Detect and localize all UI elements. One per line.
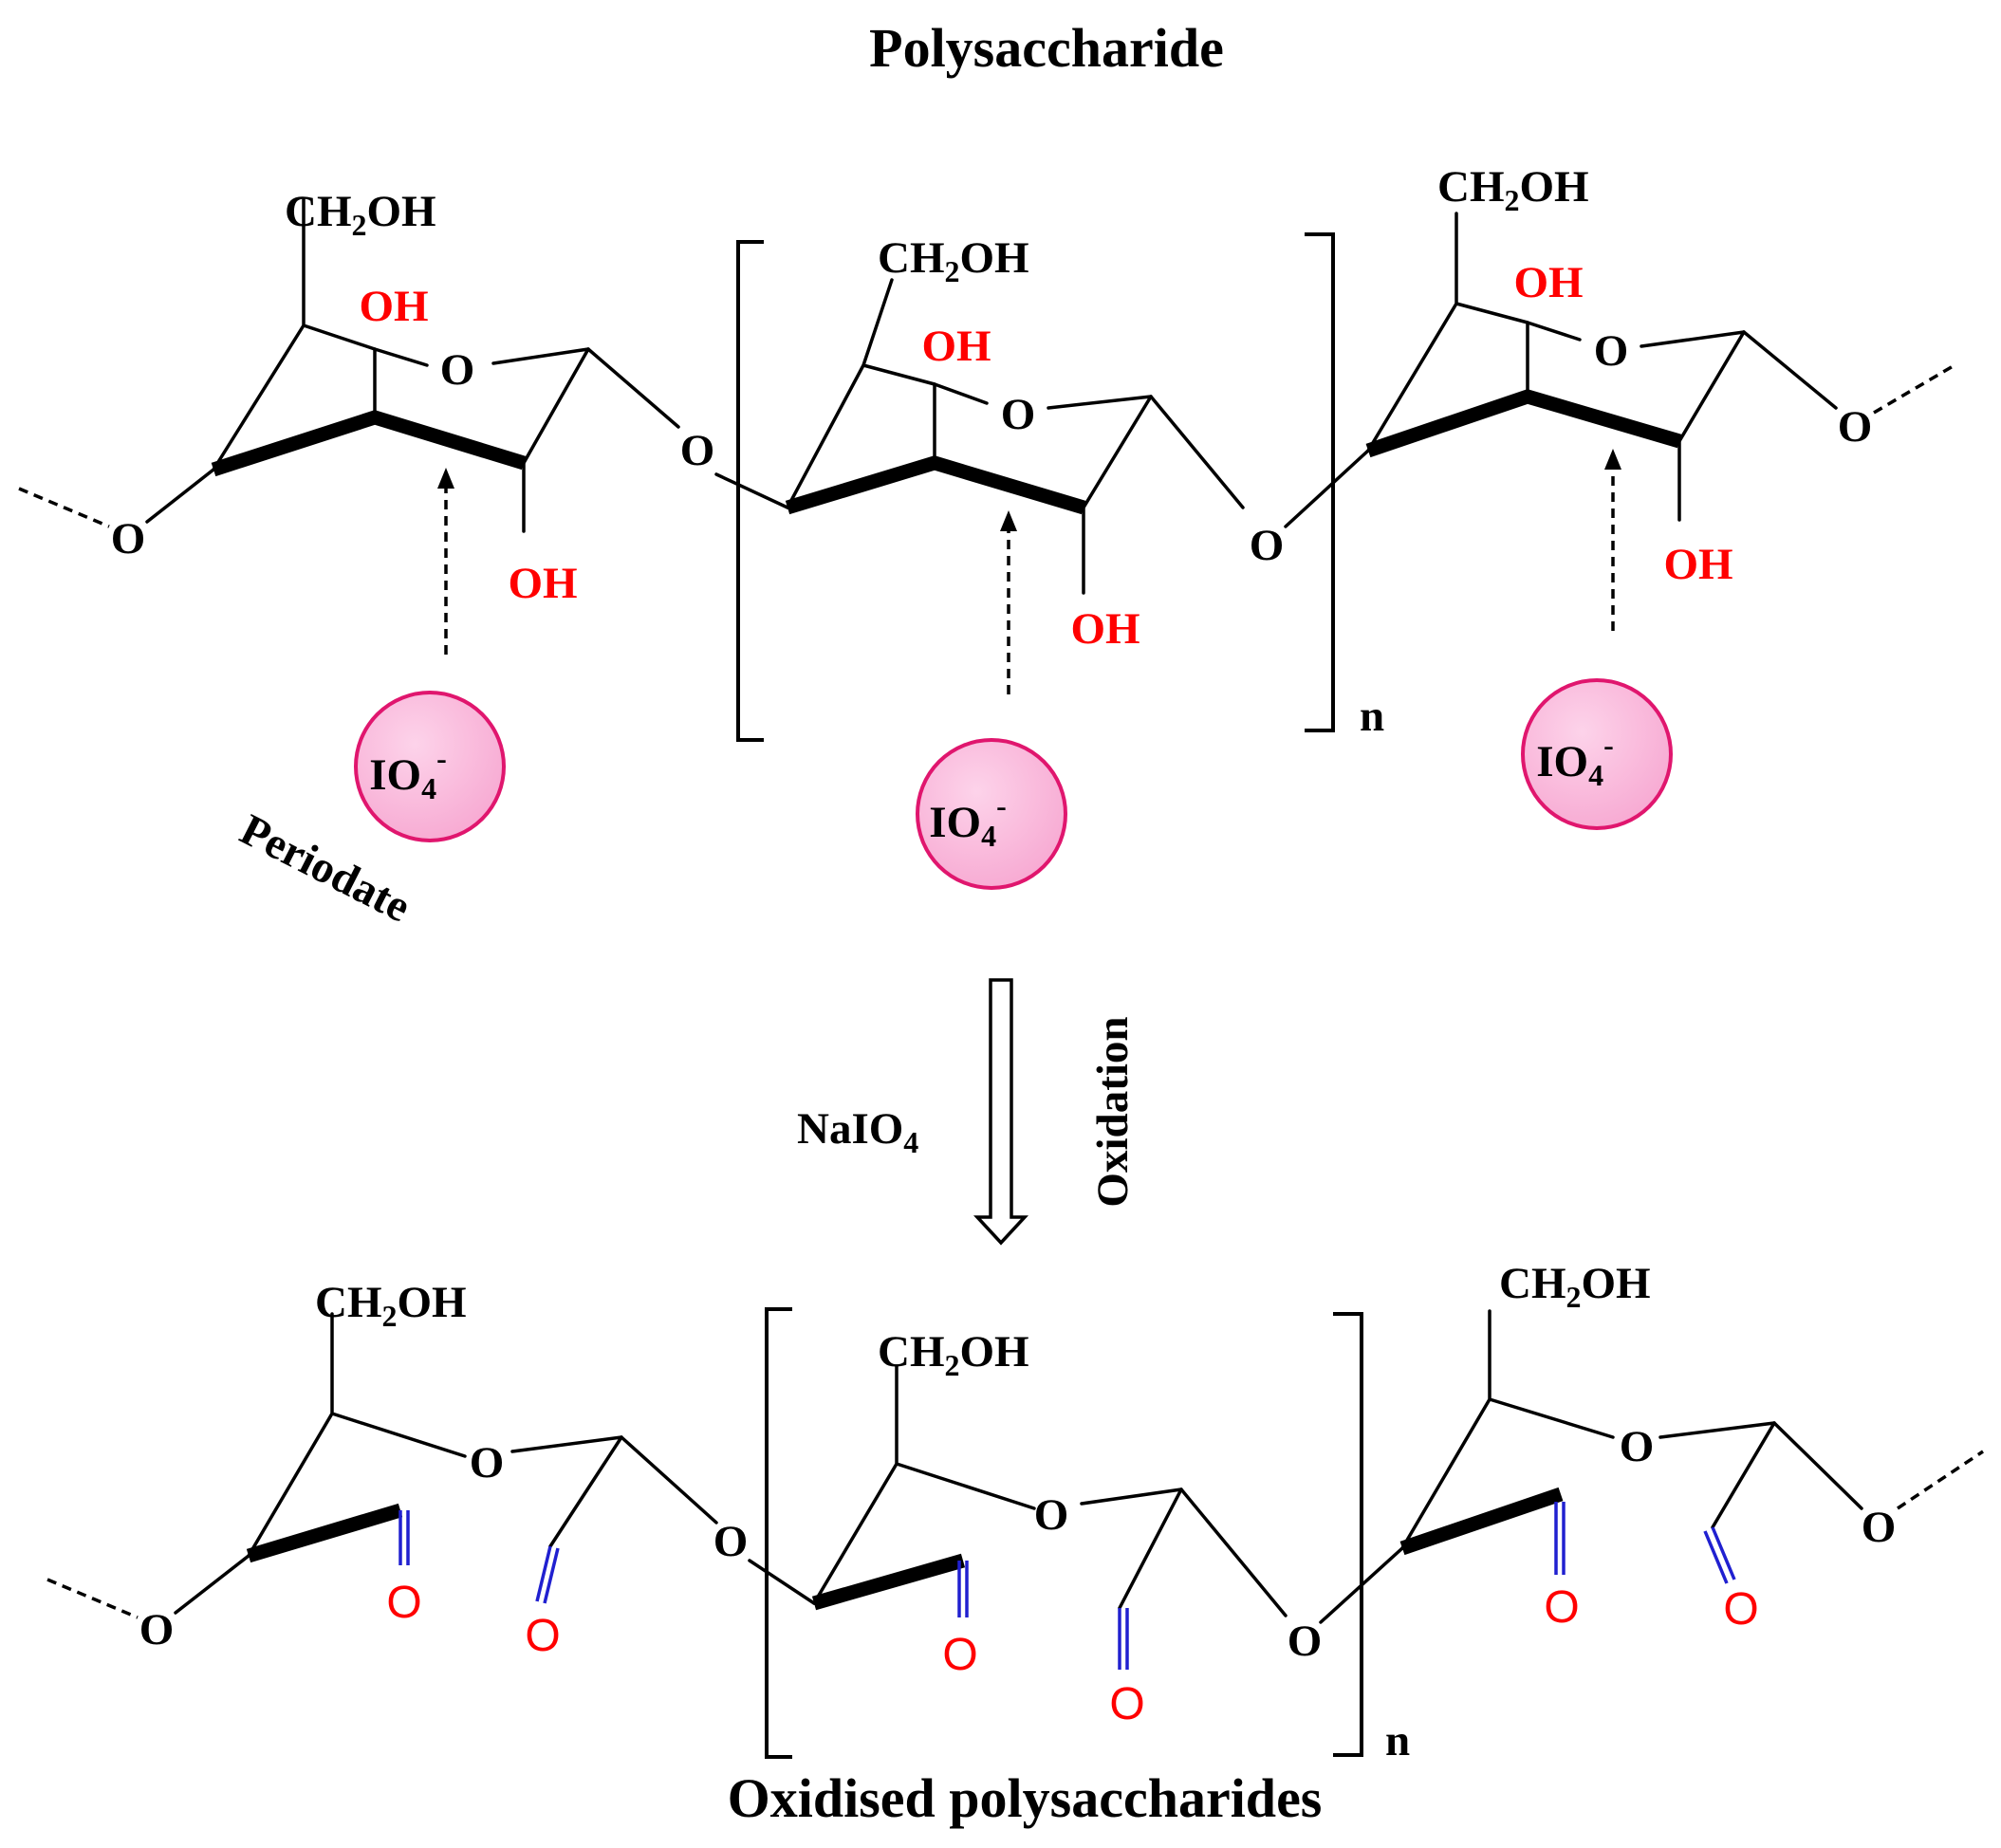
ch2oh-label: CH2OH — [1499, 1259, 1651, 1314]
reaction-arrow — [973, 978, 1029, 1246]
glycosidic-oxygen: O — [1250, 521, 1285, 570]
ring-wedge — [811, 1553, 966, 1611]
repeat-bracket-right — [1333, 1312, 1363, 1757]
carbonyl-oxygen: O — [525, 1611, 560, 1661]
carbonyl-oxygen: O — [386, 1578, 421, 1628]
process-label: Oxidation — [1088, 1016, 1138, 1207]
bottom-chain: O O O O CH2OH O O O O CH2OH O n — [46, 1259, 1984, 1765]
ch2oh-label: CH2OH — [878, 233, 1029, 288]
reagent-label: NaIO4 — [797, 1104, 918, 1159]
chain-oxygen: O — [1620, 1422, 1655, 1471]
glycosidic-oxygen: O — [1288, 1617, 1323, 1666]
periodate-ion: IO4- — [354, 691, 506, 842]
carbonyl-oxygen: O — [942, 1630, 977, 1680]
carbonyl-oxygen: O — [1544, 1582, 1579, 1633]
ring-oxygen: O — [1594, 326, 1629, 376]
svg-text:IO4-: IO4- — [1536, 728, 1614, 792]
top-chain: O O OH OH CH2OH O O OH OH CH2OH O n — [18, 162, 1955, 742]
ring-wedge — [246, 1503, 403, 1563]
glycosidic-oxygen: O — [680, 426, 715, 475]
periodate-ion: IO4- — [1521, 678, 1673, 830]
hydroxyl-label: OH — [1663, 540, 1732, 589]
repeat-bracket-left — [765, 1307, 792, 1759]
hydroxyl-label: OH — [359, 282, 428, 331]
title-oxidised: Oxidised polysaccharides — [728, 1767, 1323, 1829]
ring-wedge — [1399, 1487, 1564, 1556]
glycosidic-oxygen: O — [713, 1517, 749, 1566]
repeat-bracket-right — [1305, 232, 1335, 732]
ch2oh-label: CH2OH — [1437, 162, 1589, 217]
title-polysaccharide: Polysaccharide — [869, 17, 1224, 79]
oxygen-label: O — [139, 1605, 175, 1654]
ring-oxygen: O — [440, 345, 475, 395]
hydroxyl-label: OH — [921, 322, 991, 371]
periodate-arrows — [437, 449, 1621, 694]
ch2oh-label: CH2OH — [285, 187, 436, 242]
repeat-bracket-left — [736, 240, 764, 742]
periodate-ion: IO4- — [916, 738, 1067, 890]
oxygen-label: O — [1862, 1503, 1897, 1552]
hydroxyl-label: OH — [508, 559, 577, 608]
ring-wedge — [211, 410, 527, 477]
ch2oh-label: CH2OH — [315, 1278, 467, 1333]
chain-oxygen: O — [1034, 1490, 1069, 1540]
oxygen-label: O — [1838, 402, 1873, 452]
hydroxyl-label: OH — [1070, 604, 1139, 654]
ring-oxygen: O — [1001, 390, 1036, 439]
carbonyl-oxygen: O — [1723, 1584, 1758, 1635]
svg-text:IO4-: IO4- — [929, 788, 1007, 853]
oxygen-label: O — [111, 514, 146, 564]
hydroxyl-label: OH — [1513, 258, 1583, 307]
svg-text:IO4-: IO4- — [369, 741, 447, 805]
chain-oxygen: O — [470, 1438, 505, 1488]
ring-wedge — [1365, 389, 1682, 458]
carbonyl-oxygen: O — [1109, 1679, 1144, 1729]
ch2oh-label: CH2OH — [878, 1327, 1029, 1382]
repeat-subscript: n — [1385, 1716, 1410, 1765]
ring-wedge — [785, 455, 1086, 515]
repeat-subscript: n — [1360, 692, 1384, 741]
